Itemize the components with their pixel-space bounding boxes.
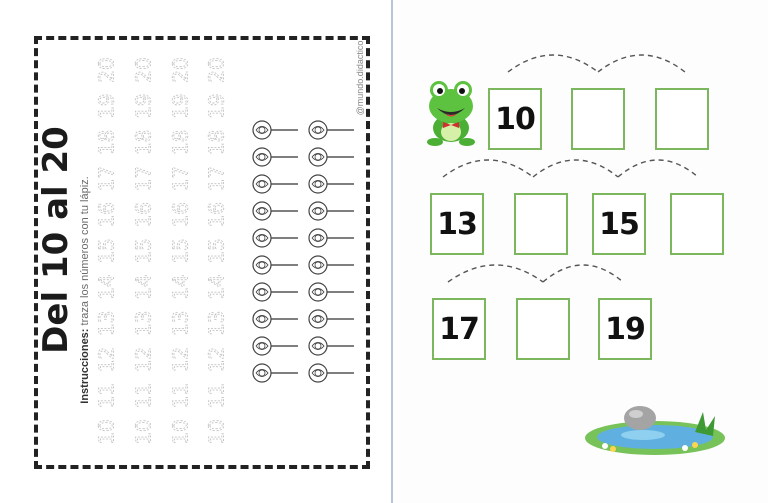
lollipop-icon (308, 282, 354, 302)
left-worksheet (0, 0, 392, 503)
trace-number: 13 (169, 311, 193, 336)
lollipop-icon (308, 255, 354, 275)
instructions-label: Instrucciones: (79, 328, 91, 404)
trace-number: 17 (205, 166, 229, 191)
trace-number: 18 (95, 130, 119, 155)
trace-number: 17 (95, 166, 119, 191)
lollipop-icon (252, 309, 298, 329)
jump-arc (447, 264, 544, 283)
lollipop-icon (252, 228, 298, 248)
number-box-empty[interactable] (516, 298, 570, 360)
dashed-frame (34, 36, 370, 469)
number-box-filled: 17 (432, 298, 486, 360)
trace-number: 15 (169, 238, 193, 263)
lollipop-icon (252, 147, 298, 167)
instructions-text: traza los números con tu lápiz. (79, 176, 91, 326)
trace-number: 19 (169, 93, 193, 118)
trace-number: 11 (132, 383, 156, 408)
trace-number: 16 (169, 202, 193, 227)
lollipop-icon (308, 336, 354, 356)
trace-number: 18 (169, 130, 193, 155)
trace-number: 11 (169, 383, 193, 408)
worksheet-title: Del 10 al 20 (36, 126, 76, 354)
trace-number: 16 (132, 202, 156, 227)
trace-number: 15 (95, 238, 119, 263)
lollipop-icon (252, 174, 298, 194)
trace-number: 12 (205, 347, 229, 372)
instructions: Instrucciones: traza los números con tu … (79, 176, 91, 403)
pond-icon (585, 406, 725, 455)
trace-number: 14 (169, 274, 193, 299)
trace-number: 18 (205, 130, 229, 155)
trace-number: 10 (95, 419, 119, 444)
trace-number: 17 (169, 166, 193, 191)
trace-number: 14 (95, 274, 119, 299)
jump-arc (542, 264, 624, 283)
trace-number: 12 (169, 347, 193, 372)
trace-number: 11 (95, 383, 119, 408)
lollipop-icon (308, 120, 354, 140)
trace-number: 19 (205, 93, 229, 118)
number-box-filled: 13 (430, 193, 484, 255)
trace-number: 16 (205, 202, 229, 227)
credit-text: @mundo.didactico (355, 40, 365, 116)
number-box-empty[interactable] (571, 88, 625, 150)
lollipop-icon (308, 201, 354, 221)
number-box-filled: 10 (488, 88, 542, 150)
lollipop-icon (252, 201, 298, 221)
trace-number: 10 (205, 419, 229, 444)
trace-number: 10 (169, 419, 193, 444)
lollipop-icon (252, 282, 298, 302)
trace-number: 12 (132, 347, 156, 372)
trace-number: 15 (132, 238, 156, 263)
lollipop-icon (252, 255, 298, 275)
trace-number: 13 (205, 311, 229, 336)
page-divider (391, 0, 393, 503)
trace-number: 15 (205, 238, 229, 263)
frog-icon (427, 81, 475, 146)
trace-number: 19 (132, 93, 156, 118)
lollipop-icon (308, 363, 354, 383)
trace-number: 14 (132, 274, 156, 299)
number-box-filled: 19 (598, 298, 652, 360)
trace-number: 19 (95, 93, 119, 118)
trace-number: 13 (95, 311, 119, 336)
jump-arc (507, 54, 599, 73)
trace-number: 20 (205, 57, 229, 82)
number-box-empty[interactable] (655, 88, 709, 150)
jump-arc (597, 54, 686, 73)
lollipop-icon (308, 228, 354, 248)
trace-number: 16 (95, 202, 119, 227)
trace-number: 20 (132, 57, 156, 82)
trace-number: 17 (132, 166, 156, 191)
jump-arc (617, 159, 699, 178)
trace-number: 11 (205, 383, 229, 408)
jump-arc (532, 159, 619, 178)
lollipop-icon (252, 336, 298, 356)
tracing-area: 10 11 12 13 14 15 16 17 18 19 20 10 11 12 13 14 15 16 17 18… (94, 57, 354, 445)
trace-number: 14 (205, 274, 229, 299)
trace-number: 13 (132, 311, 156, 336)
trace-number: 20 (169, 57, 193, 82)
trace-number: 10 (132, 419, 156, 444)
lollipop-icon (308, 309, 354, 329)
lollipop-icon (308, 174, 354, 194)
trace-number: 18 (132, 130, 156, 155)
number-box-filled: 15 (592, 193, 646, 255)
trace-number: 20 (95, 57, 119, 82)
lollipop-icon (252, 363, 298, 383)
jump-arc (442, 159, 534, 178)
lollipop-icon (252, 120, 298, 140)
trace-number: 12 (95, 347, 119, 372)
lollipop-icon (308, 147, 354, 167)
number-box-empty[interactable] (670, 193, 724, 255)
number-box-empty[interactable] (514, 193, 568, 255)
jump-arcs (442, 54, 699, 283)
